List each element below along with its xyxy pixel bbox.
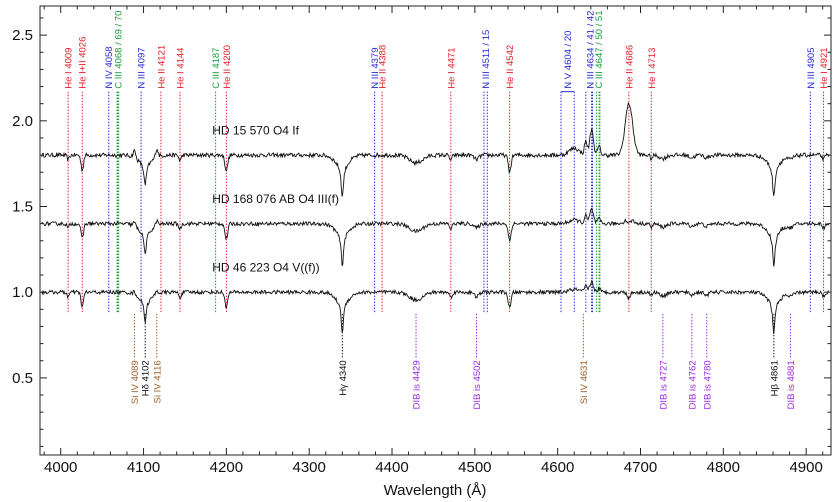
top-line-label: N III 4634 / 41 / 42: [585, 11, 596, 89]
x-tick-label: 4800: [707, 459, 740, 476]
top-line-label: He II 4542: [505, 45, 516, 89]
spectra: [41, 102, 830, 335]
top-line-label: He II 4200: [222, 45, 233, 89]
y-tick-label: 1.5: [12, 199, 33, 216]
top-line-label: He I 4471: [446, 47, 457, 88]
top-line-label: He II 4121: [156, 45, 167, 89]
top-line-label: C III 4647 / 50 / 51: [594, 10, 605, 88]
bottom-line-label: DIB is 4727: [658, 360, 669, 409]
top-line-label: N III 4511 / 15: [481, 30, 492, 89]
bottom-line-label: DIB is 4881: [786, 360, 797, 409]
bottom-line-label: Hδ 4102: [141, 360, 152, 396]
top-line-label: He I 4144: [175, 48, 186, 89]
top-line-label: He II 4388: [378, 45, 389, 89]
top-line-label: N III 4097: [136, 47, 147, 88]
x-axis-label: Wavelength (Å): [384, 482, 487, 499]
spectrum-label-3: HD 46 223 O4 V((f)): [212, 261, 319, 275]
y-tick-label: 0.5: [12, 370, 33, 387]
top-line-label: N IV 4058: [104, 46, 115, 88]
top-line-label: He I 4921: [819, 47, 830, 88]
line-labels: HD 15 570 O4 If HD 168 076 AB O4 III(f) HD…: [64, 10, 830, 409]
top-line-label: He I 4713: [647, 48, 658, 89]
spectrum-line-1: [41, 102, 830, 197]
bottom-line-label: Hγ 4340: [338, 360, 349, 395]
top-line-label: N III 4379: [370, 47, 381, 88]
bottom-line-label: DIB is 4502: [472, 360, 483, 409]
x-tick-label: 4300: [293, 459, 326, 476]
x-tick-label: 4700: [624, 459, 657, 476]
x-tick-label: 4900: [789, 459, 822, 476]
bottom-line-label: DIB is 4429: [412, 360, 423, 409]
top-line-label: N V 4604 / 20: [563, 31, 574, 89]
y-tick-label: 1.0: [12, 284, 33, 301]
line-markers: [67, 91, 825, 358]
x-tick-label: 4400: [375, 459, 408, 476]
bottom-line-label: DIB is 4780: [702, 360, 713, 409]
plot-frame: [39, 5, 832, 456]
top-line-label: He I 4009: [64, 48, 75, 89]
bottom-line-label: Si IV 4089: [130, 360, 141, 404]
bottom-line-label: DIB is 4762: [687, 360, 698, 409]
top-line-label: C III 4068 / 69 / 70: [113, 11, 124, 89]
bottom-line-label: Si IV 4631: [579, 360, 590, 404]
x-tick-label: 4500: [458, 459, 491, 476]
bottom-line-label: Hβ 4861: [769, 360, 780, 396]
y-tick-label: 2.5: [12, 27, 33, 44]
bottom-line-label: Si IV 4116: [152, 360, 163, 403]
x-tick-label: 4100: [127, 459, 160, 476]
spectrum-label-2: HD 168 076 AB O4 III(f): [212, 192, 339, 206]
spectrum-line-3: [41, 279, 829, 335]
top-line-label: He II 4686: [624, 45, 635, 89]
top-line-label: C III 4187: [211, 48, 222, 89]
axes: 4000 4100 4200 4300 4400 4500 4600 4700 4800 4900…: [12, 6, 831, 476]
spectrum-label-1: HD 15 570 O4 If: [212, 124, 299, 138]
y-tick-label: 2.0: [12, 113, 33, 130]
top-line-label: He I+II 4026: [78, 37, 89, 89]
x-tick-label: 4000: [44, 459, 77, 476]
x-tick-label: 4600: [541, 459, 574, 476]
spectrum-line-2: [41, 207, 830, 267]
top-line-label: N III 4905: [806, 48, 817, 89]
x-tick-label: 4200: [210, 459, 243, 476]
